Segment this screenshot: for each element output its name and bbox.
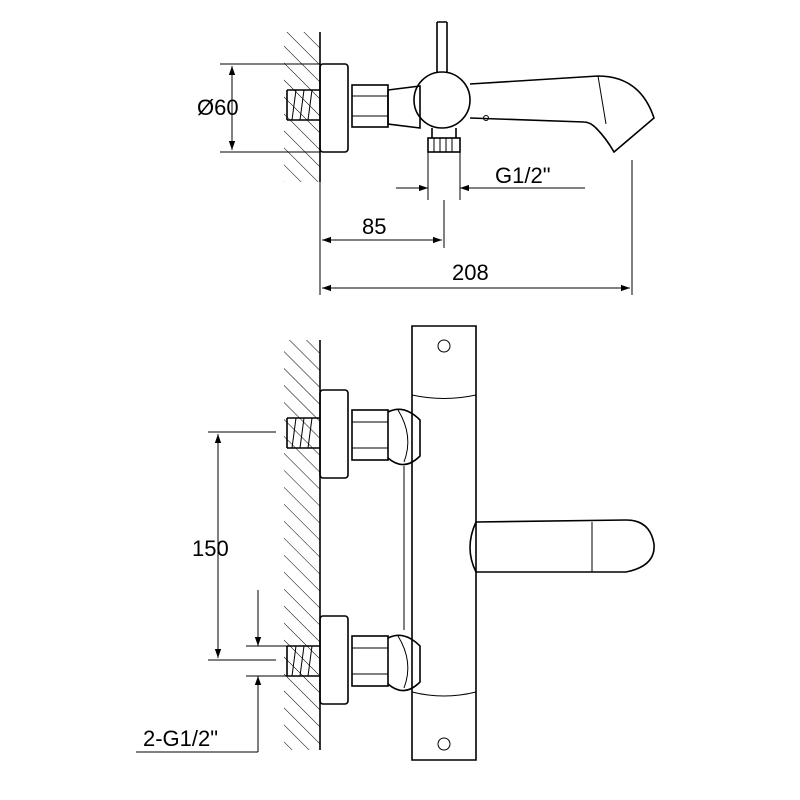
overall-length-label: 208 bbox=[452, 260, 489, 285]
top-view: Ø60 G1/2" 85 208 bbox=[197, 21, 655, 295]
front-upper-screw bbox=[437, 339, 451, 353]
front-lower-connector bbox=[387, 634, 421, 692]
front-lower-screw bbox=[437, 737, 451, 751]
front-mixer-body bbox=[411, 325, 477, 761]
front-upper-inlet-thread bbox=[291, 417, 313, 449]
front-body-lower-band bbox=[411, 691, 477, 697]
front-upper-escutcheon bbox=[319, 389, 349, 479]
front-lower-escutcheon bbox=[319, 615, 349, 705]
inlet-thread-label: 2-G1/2" bbox=[143, 726, 218, 751]
top-spout-tip bbox=[597, 75, 607, 125]
top-escutcheon bbox=[319, 63, 349, 153]
inlet-spacing-label: 150 bbox=[192, 536, 229, 561]
front-lower-hex-nut bbox=[351, 635, 389, 687]
diameter-label: Ø60 bbox=[197, 95, 239, 120]
top-outlet-neck bbox=[431, 128, 457, 138]
top-inlet-thread bbox=[291, 89, 313, 121]
front-body-upper-band bbox=[411, 394, 477, 399]
front-upper-connector bbox=[387, 408, 421, 466]
inlet-offset-label: 85 bbox=[362, 214, 386, 239]
front-wall-hatch bbox=[284, 340, 320, 750]
front-spout bbox=[469, 519, 655, 573]
front-lower-connector-curve bbox=[397, 635, 409, 689]
top-lever-handle bbox=[436, 21, 448, 72]
top-spout bbox=[469, 75, 655, 154]
top-outlet-thread-lines bbox=[433, 138, 453, 152]
front-upper-hex-nut bbox=[351, 409, 389, 461]
front-view: 150 2-G1/2" bbox=[136, 325, 655, 761]
front-lower-inlet bbox=[286, 615, 421, 705]
front-lower-inlet-thread bbox=[291, 645, 313, 677]
outlet-thread-label: G1/2" bbox=[495, 163, 551, 188]
front-upper-connector-curve bbox=[397, 409, 409, 463]
top-hex-nut bbox=[351, 84, 389, 128]
front-upper-inlet bbox=[286, 389, 421, 479]
top-spout-dot bbox=[483, 115, 489, 121]
top-outlet-thread bbox=[427, 137, 461, 153]
top-cartridge-circle bbox=[413, 71, 471, 129]
front-connecting-rail bbox=[403, 466, 413, 630]
top-valve-body bbox=[387, 85, 421, 129]
